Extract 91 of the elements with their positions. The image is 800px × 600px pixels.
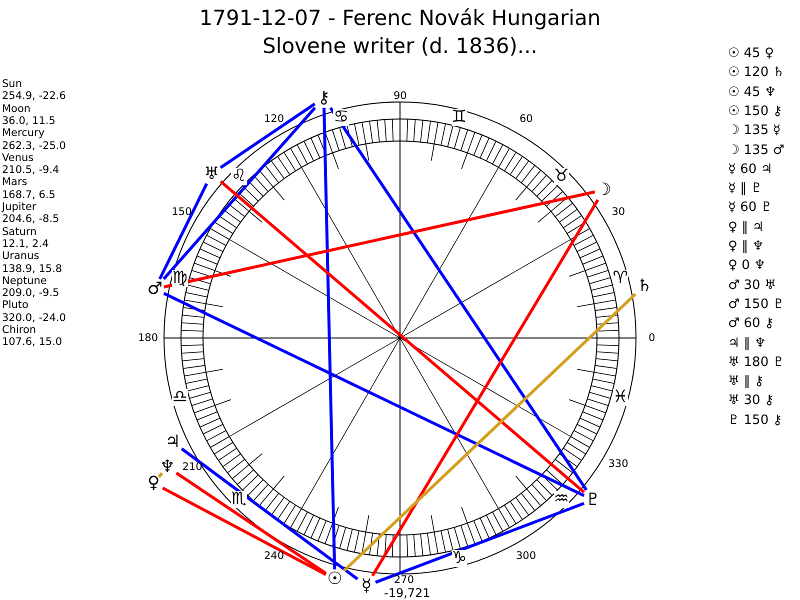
planet-symbol: ♄ xyxy=(635,276,654,296)
degree-label: 210 xyxy=(182,462,202,474)
zodiac-sign-symbol: ♌ xyxy=(231,168,247,186)
aspect-entry: ♂ 30 ♅ xyxy=(728,278,776,293)
zodiac-sign-symbol: ♋ xyxy=(333,109,349,126)
planet-symbol: ♃ xyxy=(164,432,182,452)
aspect-line xyxy=(162,486,327,576)
degree-label: 330 xyxy=(608,458,628,470)
aspect-line xyxy=(220,102,316,169)
aspect-entry: ♅ 30 ⚷ xyxy=(728,393,774,408)
aspect-entry: ☽ 135 ♂ xyxy=(728,142,784,158)
aspect-entry: ♀ ‖ ♃ xyxy=(728,220,764,235)
aspect-line xyxy=(374,502,585,584)
planet-name: Moon xyxy=(2,102,31,115)
planet-symbol: ☽ xyxy=(594,180,613,200)
aspect-line xyxy=(176,472,327,575)
aspect-line xyxy=(180,448,358,580)
planet-symbol: ♅ xyxy=(202,164,221,184)
zodiac-sign-symbol: ♓ xyxy=(612,388,628,406)
aspect-entry: ♂ 150 ♇ xyxy=(728,296,784,312)
aspect-entry: ☉ 150 ⚷ xyxy=(728,104,782,119)
aspect-line xyxy=(158,472,164,478)
coordinate-text: 210.5, -9.4 xyxy=(2,164,60,176)
planet-name: Uranus xyxy=(2,250,40,262)
aspect-line xyxy=(371,199,600,577)
planet-name: Neptune xyxy=(2,274,47,287)
aspect-line xyxy=(322,108,336,570)
degree-label: 120 xyxy=(264,114,284,126)
degree-label: 180 xyxy=(138,332,158,344)
aspect-entry: ☉ 45 ♆ xyxy=(728,84,776,100)
coordinate-text: 138.9, 15.8 xyxy=(2,262,62,274)
degree-label: 240 xyxy=(264,550,284,562)
coordinate-text: 320.0, -24.0 xyxy=(2,312,66,324)
coordinate-text: 262.3, -25.0 xyxy=(2,140,66,152)
aspect-line xyxy=(163,292,585,497)
aspect-line xyxy=(329,106,588,491)
aspect-entry: ♅ 180 ♇ xyxy=(728,354,784,370)
aspect-entry: ♀ ‖ ♆ xyxy=(728,239,764,254)
coordinate-text: 254.9, -22.6 xyxy=(2,90,66,102)
planet-name: Venus xyxy=(2,152,34,164)
degree-label: 30 xyxy=(612,206,626,218)
planet-symbol: ♂ xyxy=(146,279,164,299)
aspect-line xyxy=(158,183,208,280)
degree-label: 300 xyxy=(516,550,536,562)
planet-symbol: ⚷ xyxy=(314,88,333,108)
coordinate-text: 168.7, 6.5 xyxy=(2,188,56,201)
aspect-entry: ♃ ‖ ♆ xyxy=(728,336,766,350)
zodiac-sign-symbol: ♍ xyxy=(172,270,188,288)
zodiac-sign-symbol: ♑ xyxy=(452,550,467,567)
planet-name: Mars xyxy=(2,176,28,188)
zodiac-sign-symbol: ♒ xyxy=(554,490,569,508)
planet-name: Pluto xyxy=(2,299,28,312)
zodiac-sign-symbol: ♊ xyxy=(452,109,467,126)
degree-label: 150 xyxy=(172,206,192,218)
aspect-line xyxy=(164,190,596,288)
planet-name: Jupiter xyxy=(2,201,36,213)
aspect-entry: ♅ ‖ ⚷ xyxy=(728,374,764,390)
planet-symbol: ☉ xyxy=(326,569,344,590)
coordinate-text: 12.1, 2.4 xyxy=(2,238,49,250)
aspect-line xyxy=(162,106,316,280)
zodiac-sign-symbol: ♉ xyxy=(554,168,569,186)
chart-title: 1791-12-07 - Ferenc Novák Hungarian Slovene writer (d. 1836)... xyxy=(198,5,602,60)
degree-label: 90 xyxy=(394,90,407,102)
value-label: -19,721 xyxy=(384,587,430,600)
coordinate-text: 209.0, -9.5 xyxy=(2,287,60,300)
aspect-entry: ☽ 135 ☿ xyxy=(728,123,781,138)
coordinate-text: 36.0, 11.5 xyxy=(2,114,56,127)
aspect-entry: ☿ ‖ ♇ xyxy=(728,181,762,196)
aspect-line xyxy=(342,293,636,572)
aspect-entry: ☉ 45 ♀ xyxy=(728,46,774,61)
degree-label: 0 xyxy=(648,332,656,344)
aspect-entry: ♇ 150 ⚷ xyxy=(728,412,782,428)
planet-name: Sun xyxy=(2,78,22,90)
aspect-entry: ☿ 60 ♃ xyxy=(728,162,772,177)
planet-symbol: ☿ xyxy=(358,576,376,596)
aspect-entry: ☿ 60 ♇ xyxy=(728,200,772,216)
zodiac-sign-symbol: ♈ xyxy=(612,270,628,288)
planet-name: Chiron xyxy=(2,324,36,336)
aspect-entry: ♀ 0 ♆ xyxy=(728,258,766,274)
degree-label: 60 xyxy=(520,114,533,126)
degree-label: 270 xyxy=(394,574,414,586)
planet-name: Mercury xyxy=(2,127,45,140)
aspect-entry: ☉ 120 ♄ xyxy=(728,65,784,80)
aspect-line xyxy=(220,180,586,494)
coordinate-text: 204.6, -8.5 xyxy=(2,213,60,226)
coordinate-text: 107.6, 15.0 xyxy=(2,336,62,348)
planet-name: Saturn xyxy=(2,226,37,238)
zodiac-sign-symbol: ♎ xyxy=(172,388,188,406)
planet-symbol: ♇ xyxy=(584,490,602,510)
aspect-entry: ♂ 60 ⚷ xyxy=(728,316,774,332)
zodiac-sign-symbol: ♏ xyxy=(231,490,247,508)
